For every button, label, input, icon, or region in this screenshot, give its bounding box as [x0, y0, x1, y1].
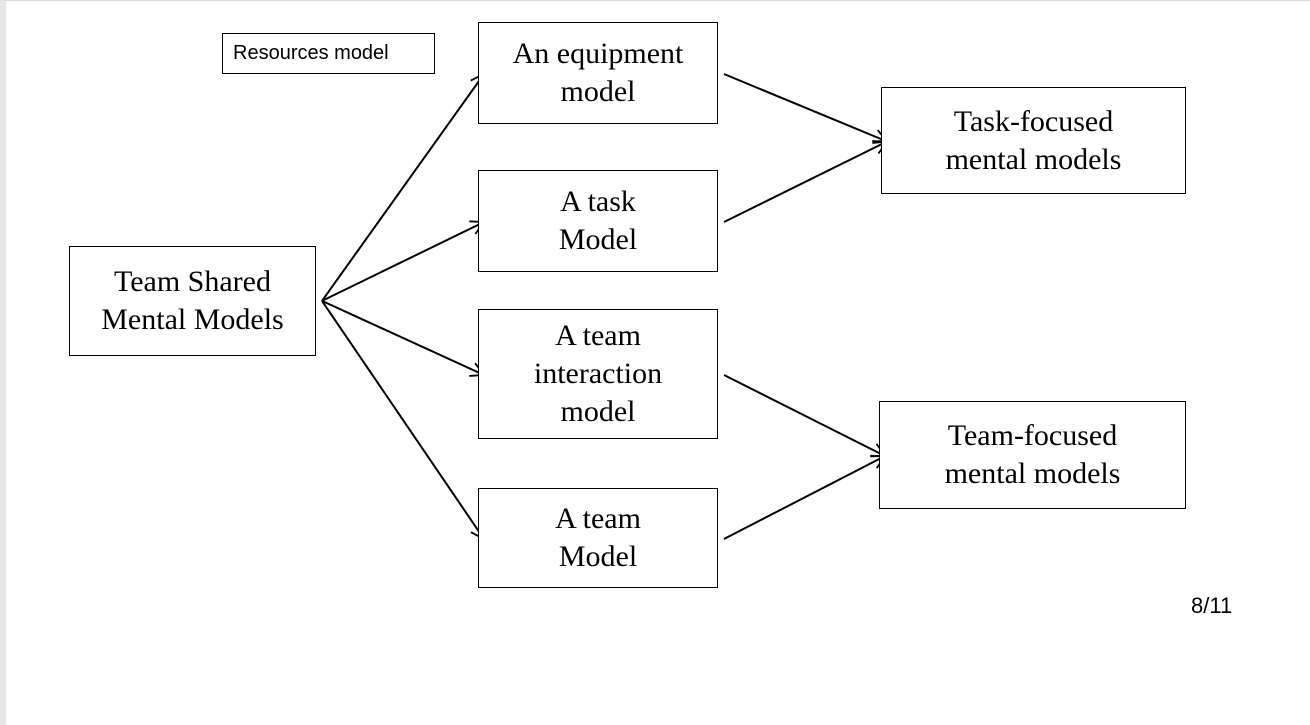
- arrow-root-to-team: [321, 300, 486, 541]
- task-model-node: A task Model: [478, 170, 718, 272]
- page-number: 8/11: [1191, 593, 1233, 618]
- arrow-equipment-to-task-focused: [723, 73, 889, 144]
- team-model-node: A team Model: [478, 488, 718, 588]
- team-focused-mental-models-node: Team-focused mental models: [879, 401, 1186, 509]
- edge-layer: [321, 72, 889, 541]
- arrow-interaction-to-team-focused: [723, 374, 887, 458]
- resources-model-label: Resources model: [222, 33, 435, 74]
- arrow-team-to-team-focused: [723, 454, 887, 540]
- arrow-root-to-interaction: [321, 299, 486, 377]
- arrow-task-to-task-focused: [723, 140, 889, 223]
- arrow-root-to-equipment: [321, 72, 486, 302]
- task-focused-mental-models-node: Task-focused mental models: [881, 87, 1186, 194]
- equipment-model-node: An equipment model: [478, 22, 718, 124]
- team-shared-mental-models-node: Team Shared Mental Models: [69, 246, 316, 356]
- team-interaction-model-node: A team interaction model: [478, 309, 718, 439]
- arrow-root-to-task: [321, 220, 486, 302]
